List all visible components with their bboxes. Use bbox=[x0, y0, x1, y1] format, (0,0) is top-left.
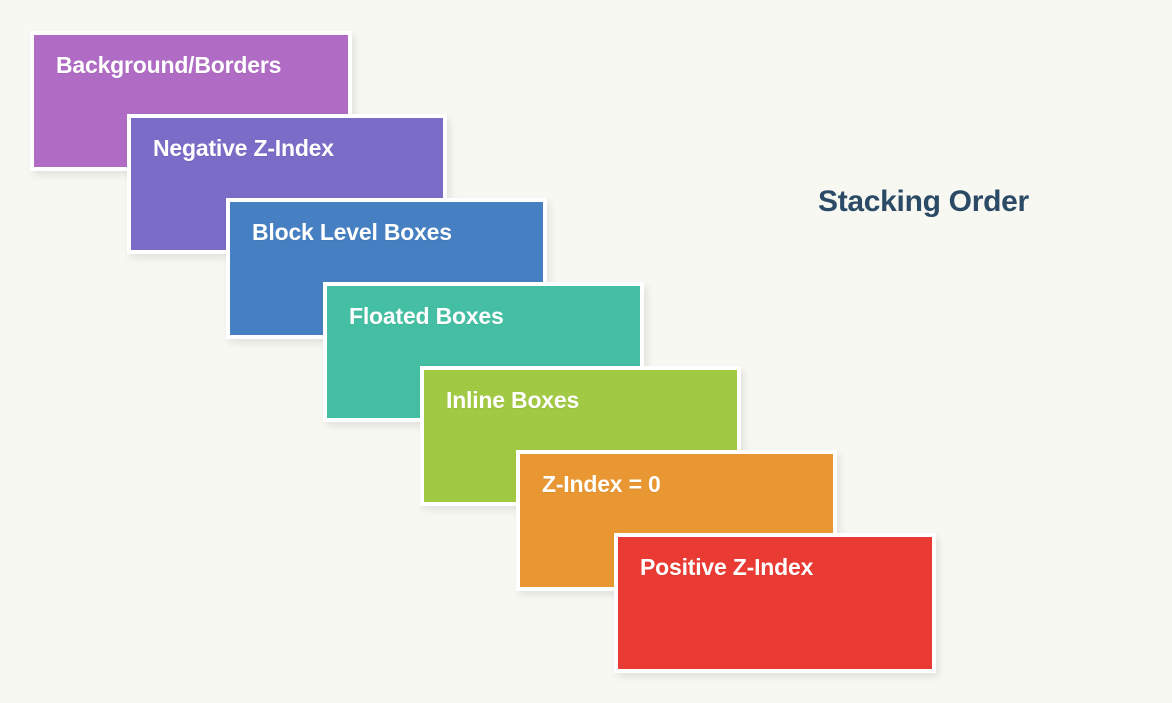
stack-layer-label: Inline Boxes bbox=[446, 387, 580, 413]
stack-layer-positive-z-index[interactable]: Positive Z-Index bbox=[614, 533, 936, 673]
stack-layer-label: Floated Boxes bbox=[349, 303, 504, 329]
stack-layer-label: Positive Z-Index bbox=[640, 554, 814, 580]
stack-layer-label: Z-Index = 0 bbox=[542, 471, 661, 497]
page-title: Stacking Order bbox=[818, 185, 1029, 218]
stack-layer-label: Background/Borders bbox=[56, 52, 282, 78]
stack-layer-label: Block Level Boxes bbox=[252, 219, 452, 245]
stack-layer-label: Negative Z-Index bbox=[153, 135, 334, 161]
